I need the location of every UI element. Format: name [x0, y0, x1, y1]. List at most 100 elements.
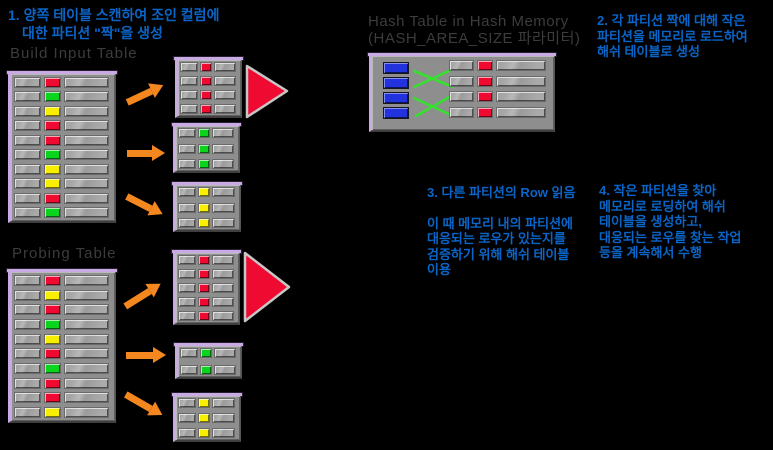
data-cell	[212, 128, 234, 138]
red-key-cell	[477, 75, 493, 87]
note-step2-line2: 파티션을 메모리로 로드하여	[597, 28, 748, 44]
data-cell	[496, 75, 546, 87]
data-cell	[212, 255, 234, 265]
data-cell	[64, 163, 109, 175]
yellow-key-cell	[44, 406, 61, 418]
table-row	[449, 91, 546, 103]
load-triangle-icon	[243, 251, 291, 323]
table-row	[14, 149, 109, 161]
partition-rows	[177, 348, 239, 375]
data-cell	[214, 365, 236, 375]
table-row	[180, 90, 236, 100]
data-cell	[449, 60, 474, 71]
data-cell	[214, 76, 236, 86]
table-row	[14, 362, 109, 374]
red-key-cell	[200, 90, 212, 100]
note-step4-line4: 대응되는 로우를 찾는 작업	[599, 229, 742, 245]
red-key-cell	[44, 192, 61, 204]
table-row	[14, 377, 109, 389]
yellow-key-cell	[44, 178, 61, 190]
data-cell	[212, 202, 235, 213]
probing-table	[6, 268, 118, 423]
note-step3-line3: 대응되는 로우가 있는지를	[427, 231, 566, 246]
note-step1-line2: 대한 파티션 "짝"을 생성	[22, 25, 163, 41]
hash-bucket-column	[383, 62, 409, 119]
data-cell	[14, 91, 41, 103]
note-step4-line1: 4. 작은 파티션을 찾아	[599, 183, 717, 198]
data-cell	[64, 178, 109, 190]
data-cell	[449, 75, 474, 87]
data-cell	[64, 377, 109, 389]
data-cell	[178, 255, 196, 265]
data-cell	[14, 178, 41, 190]
red-key-cell	[200, 62, 212, 72]
data-cell	[178, 187, 196, 197]
blue-bucket-cell	[383, 92, 409, 104]
table-row	[449, 106, 546, 118]
partition-rows	[175, 128, 237, 169]
red-key-cell	[44, 392, 61, 404]
note-step4-line5: 등을 계속해서 수행	[599, 245, 702, 260]
table-row	[14, 134, 109, 146]
partition-rows	[175, 255, 237, 321]
partition-rows	[177, 62, 239, 114]
red-key-cell	[198, 311, 210, 321]
yellow-key-cell	[44, 333, 61, 345]
table-row	[14, 120, 109, 132]
data-cell	[180, 62, 198, 72]
data-cell	[64, 275, 109, 286]
data-cell	[64, 348, 109, 360]
arrow-shaft	[125, 192, 153, 212]
data-cell	[212, 413, 235, 423]
table-row	[178, 297, 234, 307]
data-cell	[64, 134, 109, 146]
data-cell	[64, 392, 109, 404]
build-partition-yellow	[171, 181, 243, 232]
red-key-cell	[44, 348, 61, 360]
data-cell	[14, 105, 41, 117]
table-row	[14, 192, 109, 204]
data-cell	[14, 120, 41, 132]
load-triangle-icon	[245, 64, 289, 119]
red-key-cell	[477, 91, 493, 103]
data-cell	[178, 269, 196, 279]
data-cell	[496, 106, 546, 118]
data-cell	[64, 206, 109, 218]
table-row	[14, 91, 109, 103]
data-cell	[178, 311, 196, 321]
data-cell	[64, 406, 109, 418]
data-cell	[180, 365, 198, 375]
table-row	[14, 206, 109, 218]
table-row	[449, 75, 546, 87]
data-cell	[64, 362, 109, 374]
blue-bucket-cell	[383, 62, 409, 74]
table-row	[180, 62, 236, 72]
data-cell	[212, 159, 234, 169]
data-cell	[64, 91, 109, 103]
note-step3-line5: 이용	[427, 262, 451, 277]
yellow-key-cell	[198, 398, 210, 408]
red-key-cell	[198, 269, 210, 279]
data-cell	[14, 134, 41, 146]
probe-partition-green	[173, 342, 244, 379]
data-cell	[64, 105, 109, 117]
data-cell	[64, 77, 109, 88]
table-row	[178, 128, 234, 138]
data-cell	[496, 60, 546, 71]
yellow-key-cell	[44, 105, 61, 117]
data-cell	[449, 106, 474, 118]
data-cell	[14, 333, 41, 345]
green-key-cell	[200, 365, 212, 375]
arrow-shaft	[127, 149, 152, 157]
partition-arrow	[124, 77, 167, 109]
data-cell	[212, 297, 234, 307]
partition-arrow	[122, 387, 167, 422]
yellow-key-cell	[44, 289, 61, 301]
table-row	[14, 318, 109, 330]
table-row	[178, 255, 234, 265]
yellow-key-cell	[198, 413, 210, 423]
table-row	[178, 283, 234, 293]
data-cell	[64, 318, 109, 330]
table-row	[14, 105, 109, 117]
probe-partition-red	[171, 249, 242, 325]
